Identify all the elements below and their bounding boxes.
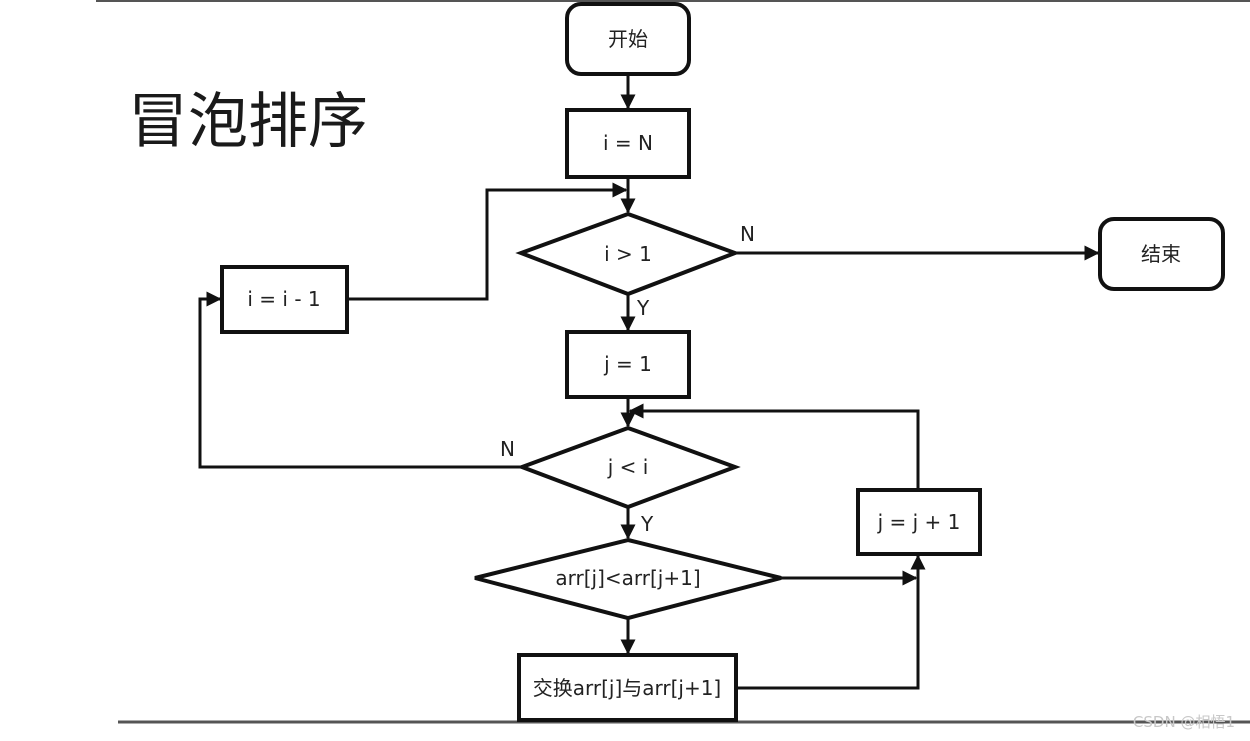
- node-dec-i-label: i = i - 1: [247, 287, 320, 311]
- edge-cond-j-no-to-dec-i: [198, 291, 522, 469]
- node-init-i-label: i = N: [603, 131, 653, 155]
- edge-swap-to-inc-j: [736, 554, 926, 690]
- node-swap-label: 交换arr[j]与arr[j+1]: [533, 676, 722, 700]
- node-swap: 交换arr[j]与arr[j+1]: [517, 653, 738, 722]
- node-compare: arr[j]<arr[j+1]: [474, 537, 782, 621]
- node-end-label: 结束: [1141, 242, 1181, 266]
- node-inc-j: j = j + 1: [856, 488, 982, 556]
- node-start: 开始: [565, 2, 691, 76]
- page-title: 冒泡排序: [128, 87, 368, 157]
- node-cond-j: j < i: [516, 425, 741, 510]
- edge-label-cond-i-yes: Y: [636, 296, 650, 320]
- node-cond-j-label: j < i: [607, 455, 649, 479]
- node-init-i: i = N: [565, 108, 691, 179]
- edge-label-cond-j-no: N: [500, 437, 515, 461]
- node-init-j: j = 1: [565, 330, 691, 399]
- node-dec-i: i = i - 1: [220, 265, 349, 334]
- edge-label-cond-i-no: N: [740, 222, 755, 246]
- node-cond-i-label: i > 1: [604, 242, 652, 266]
- watermark: CSDN @相悟1: [1133, 713, 1235, 731]
- edge-label-cond-j-yes: Y: [640, 512, 654, 536]
- node-compare-label: arr[j]<arr[j+1]: [555, 566, 700, 590]
- edge-dec-i-to-cond-i: [348, 182, 628, 301]
- node-init-j-label: j = 1: [603, 352, 652, 376]
- node-end: 结束: [1098, 217, 1225, 291]
- node-start-label: 开始: [608, 27, 648, 51]
- node-inc-j-label: j = j + 1: [877, 510, 961, 534]
- node-cond-i: i > 1: [515, 211, 741, 297]
- edge-inc-j-to-cond-j: [628, 403, 920, 488]
- edges: [198, 74, 1100, 690]
